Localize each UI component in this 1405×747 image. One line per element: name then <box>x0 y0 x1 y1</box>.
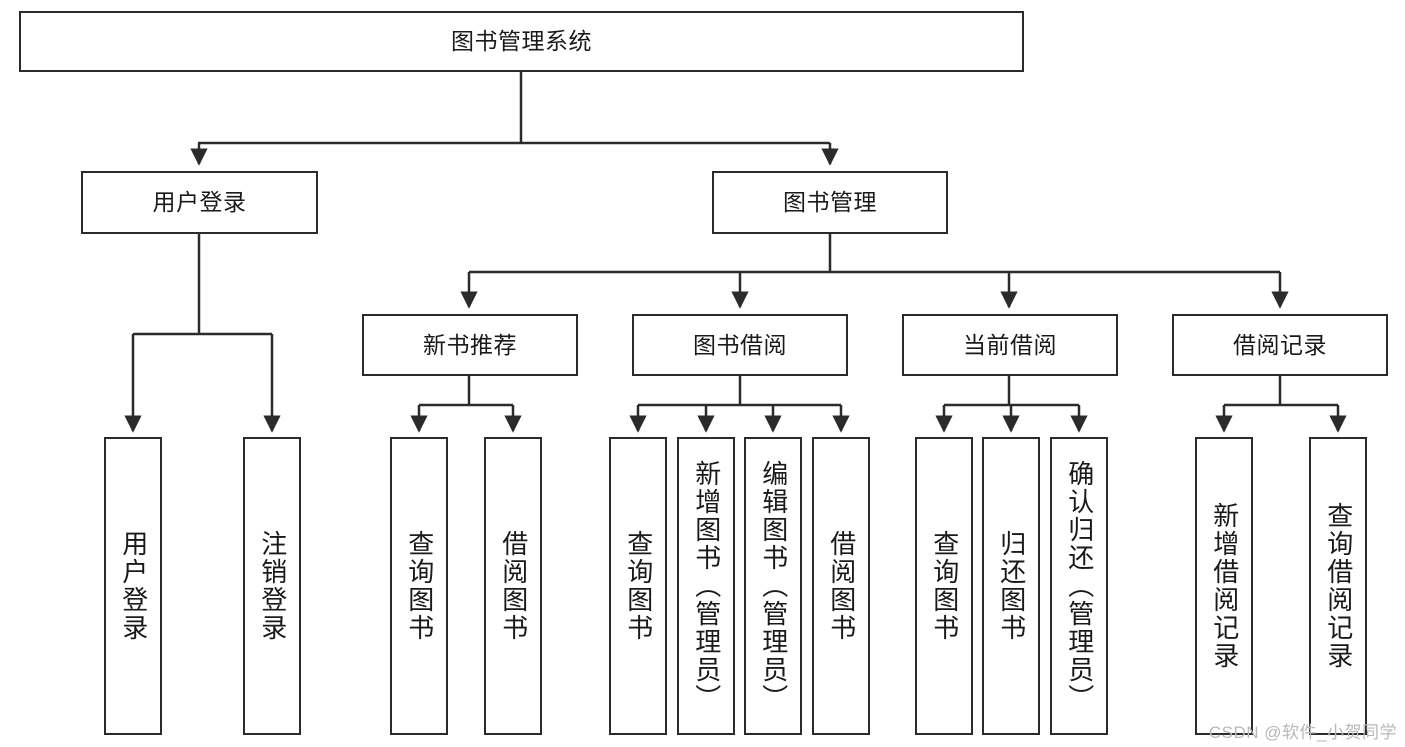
node-book-management[interactable]: 图书管理 <box>712 171 948 234</box>
leaf-new-book-2-label: 借阅图书 <box>498 530 529 642</box>
leaf-book-borrow-4-label: 借阅图书 <box>826 530 857 642</box>
leaf-book-borrow-2-label: 新增图书（管理员） <box>691 460 722 712</box>
leaf-user-login-1-label: 用户登录 <box>118 530 149 642</box>
node-current-borrow[interactable]: 当前借阅 <box>902 314 1118 376</box>
leaf-new-book-1-label: 查询图书 <box>404 530 435 642</box>
leaf-book-borrow-1-label: 查询图书 <box>623 530 654 642</box>
node-new-book-recommend-label: 新书推荐 <box>423 331 517 358</box>
leaf-borrow-record-1[interactable]: 新增借阅记录 <box>1195 437 1253 735</box>
node-borrow-record[interactable]: 借阅记录 <box>1172 314 1388 376</box>
leaf-current-borrow-1[interactable]: 查询图书 <box>915 437 973 735</box>
leaf-new-book-1[interactable]: 查询图书 <box>390 437 448 735</box>
leaf-current-borrow-1-label: 查询图书 <box>929 530 960 642</box>
leaf-book-borrow-2[interactable]: 新增图书（管理员） <box>677 437 735 735</box>
watermark-text: CSDN @软件_小贺同学 <box>1208 723 1397 742</box>
leaf-book-borrow-3[interactable]: 编辑图书（管理员） <box>744 437 802 735</box>
leaf-user-login-2[interactable]: 注销登录 <box>243 437 301 735</box>
leaf-current-borrow-3[interactable]: 确认归还（管理员） <box>1050 437 1108 735</box>
node-user-login[interactable]: 用户登录 <box>81 171 318 234</box>
node-root-label: 图书管理系统 <box>451 28 592 54</box>
leaf-book-borrow-3-label: 编辑图书（管理员） <box>758 460 789 712</box>
leaf-borrow-record-2[interactable]: 查询借阅记录 <box>1309 437 1367 735</box>
leaf-current-borrow-3-label: 确认归还（管理员） <box>1064 460 1095 712</box>
node-borrow-record-label: 借阅记录 <box>1233 331 1327 358</box>
node-book-management-label: 图书管理 <box>783 189 877 215</box>
leaf-book-borrow-4[interactable]: 借阅图书 <box>812 437 870 735</box>
leaf-borrow-record-2-label: 查询借阅记录 <box>1323 502 1354 670</box>
node-root-book-management-system[interactable]: 图书管理系统 <box>19 11 1024 72</box>
leaf-current-borrow-2-label: 归还图书 <box>996 530 1027 642</box>
leaf-new-book-2[interactable]: 借阅图书 <box>484 437 542 735</box>
leaf-user-login-1[interactable]: 用户登录 <box>104 437 162 735</box>
leaf-current-borrow-2[interactable]: 归还图书 <box>982 437 1040 735</box>
node-new-book-recommend[interactable]: 新书推荐 <box>362 314 578 376</box>
node-book-borrow-label: 图书借阅 <box>693 331 787 358</box>
leaf-book-borrow-1[interactable]: 查询图书 <box>609 437 667 735</box>
node-current-borrow-label: 当前借阅 <box>963 331 1057 358</box>
node-book-borrow[interactable]: 图书借阅 <box>632 314 848 376</box>
node-user-login-label: 用户登录 <box>152 189 247 215</box>
leaf-user-login-2-label: 注销登录 <box>257 530 288 642</box>
leaf-borrow-record-1-label: 新增借阅记录 <box>1209 502 1240 670</box>
